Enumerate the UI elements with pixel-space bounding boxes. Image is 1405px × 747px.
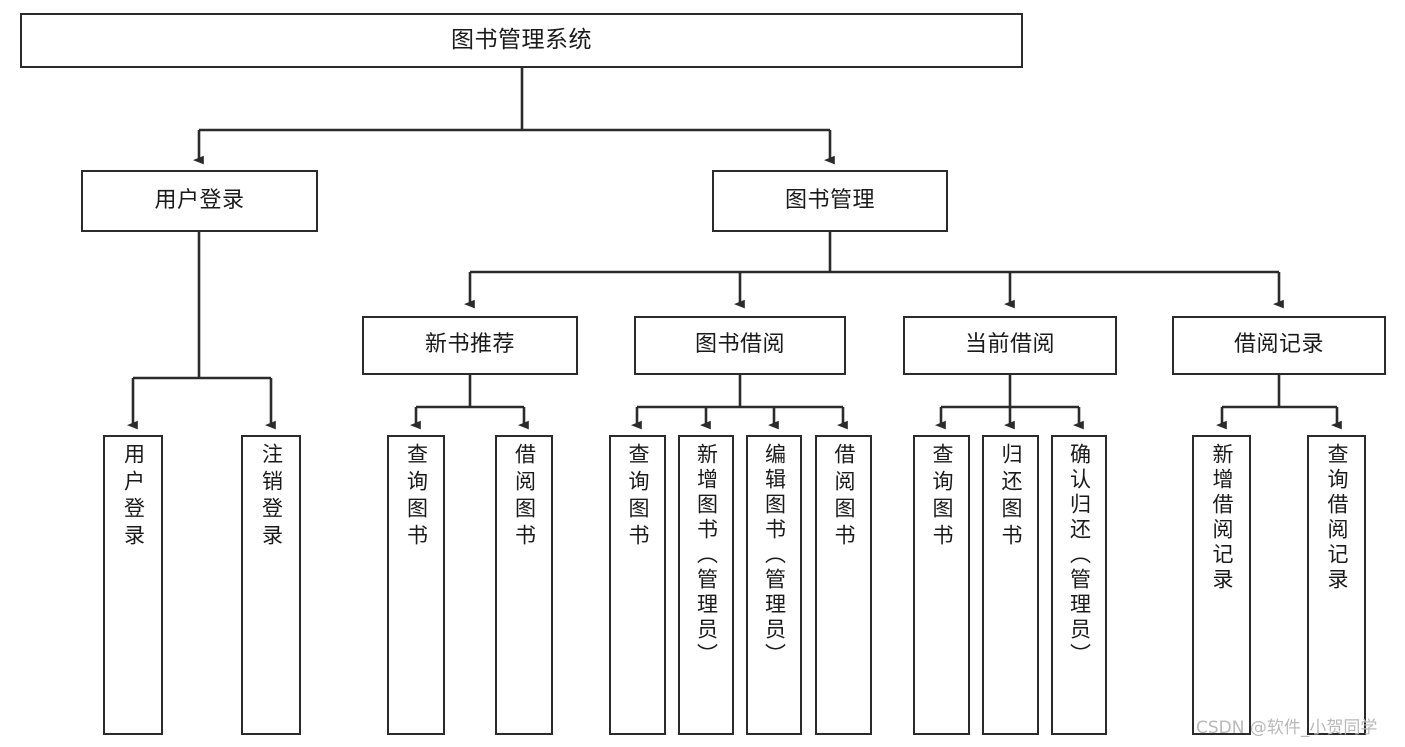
node-label: 借阅图书 [832,443,856,551]
node-root-system[interactable]: 图书管理系统 [20,13,1023,68]
csdn-watermark: CSDN @软件_小贺同学 [1196,718,1378,738]
node-label: 图书借阅 [694,332,785,358]
leaf-current-confirm-return-admin[interactable]: 确认归还（管理员） [1051,435,1107,735]
node-label: 查询图书 [930,443,954,551]
node-book-borrow[interactable]: 图书借阅 [634,316,846,375]
leaf-record-add-record[interactable]: 新增借阅记录 [1192,435,1251,735]
node-borrow-record[interactable]: 借阅记录 [1172,316,1386,375]
node-label: 用户登录 [121,443,146,551]
node-label: 新增图书（管理员） [694,443,719,668]
node-label: 借阅记录 [1233,332,1324,358]
leaf-borrow-query-book[interactable]: 查询图书 [609,435,666,735]
node-label: 编辑图书（管理员） [762,443,787,668]
leaf-user-login[interactable]: 用户登录 [103,435,163,735]
node-label: 当前借阅 [964,332,1055,358]
node-label: 借阅图书 [512,443,537,551]
node-current-borrow[interactable]: 当前借阅 [903,316,1117,375]
node-label: 用户登录 [154,187,245,213]
leaf-borrow-add-book-admin[interactable]: 新增图书（管理员） [678,435,734,735]
leaf-borrow-edit-book-admin[interactable]: 编辑图书（管理员） [746,435,802,735]
node-label: 查询图书 [404,443,429,551]
leaf-borrow-borrow-book[interactable]: 借阅图书 [815,435,872,735]
node-user-login[interactable]: 用户登录 [81,170,318,232]
node-label: 归还图书 [999,443,1023,551]
leaf-newbook-query-book[interactable]: 查询图书 [387,435,445,735]
leaf-current-query-book[interactable]: 查询图书 [913,435,970,735]
node-label: 注销登录 [259,443,284,551]
node-label: 图书管理系统 [451,26,592,53]
leaf-logout[interactable]: 注销登录 [241,435,301,735]
leaf-record-query-record[interactable]: 查询借阅记录 [1307,435,1366,735]
node-new-book-recommend[interactable]: 新书推荐 [362,316,578,375]
node-label: 查询借阅记录 [1325,443,1349,593]
node-label: 新书推荐 [424,332,515,358]
node-label: 图书管理 [784,187,875,213]
node-label: 查询图书 [626,443,650,551]
leaf-newbook-borrow-book[interactable]: 借阅图书 [495,435,553,735]
node-book-management[interactable]: 图书管理 [712,170,948,232]
leaf-current-return-book[interactable]: 归还图书 [982,435,1039,735]
node-label: 确认归还（管理员） [1067,443,1092,668]
node-label: 新增借阅记录 [1210,443,1234,593]
